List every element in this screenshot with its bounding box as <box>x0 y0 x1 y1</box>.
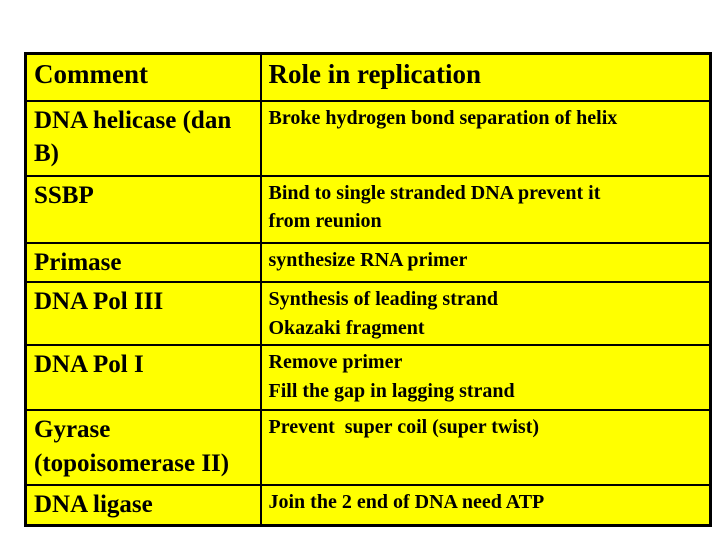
comment-cell-primase: Primase <box>24 241 262 284</box>
table-row: DNA Pol I Remove primer Fill the gap in … <box>24 344 712 412</box>
comment-cell-ssbp: SSBP <box>24 174 262 244</box>
role-cell-dna-pol-i: Remove primer Fill the gap in lagging st… <box>259 344 712 412</box>
table-row: Gyrase (topoisomerase II) Prevent super … <box>24 409 712 487</box>
role-cell-ssbp: Bind to single stranded DNA prevent it f… <box>259 174 712 244</box>
role-cell-dna-helicase: Broke hydrogen bond separation of helix <box>259 99 712 177</box>
comment-cell-dna-ligase: DNA ligase <box>24 484 262 527</box>
header-role: Role in replication <box>259 52 712 102</box>
table-row: Primase synthesize RNA primer <box>24 241 712 284</box>
table-row: DNA Pol III Synthesis of leading strand … <box>24 281 712 347</box>
role-cell-primase: synthesize RNA primer <box>259 241 712 284</box>
comment-cell-dna-pol-iii: DNA Pol III <box>24 281 262 347</box>
role-cell-dna-pol-iii: Synthesis of leading strand Okazaki frag… <box>259 281 712 347</box>
role-cell-dna-ligase: Join the 2 end of DNA need ATP <box>259 484 712 527</box>
table-row: SSBP Bind to single stranded DNA prevent… <box>24 174 712 244</box>
table-row: DNA helicase (dan B) Broke hydrogen bond… <box>24 99 712 177</box>
comment-cell-dna-helicase: DNA helicase (dan B) <box>24 99 262 177</box>
replication-enzymes-table: Comment Role in replication DNA helicase… <box>24 52 712 527</box>
table-row: DNA ligase Join the 2 end of DNA need AT… <box>24 484 712 527</box>
header-comment: Comment <box>24 52 262 102</box>
table-header-row: Comment Role in replication <box>24 52 712 102</box>
comment-cell-gyrase: Gyrase (topoisomerase II) <box>24 409 262 487</box>
comment-cell-dna-pol-i: DNA Pol I <box>24 344 262 412</box>
role-cell-gyrase: Prevent super coil (super twist) <box>259 409 712 487</box>
